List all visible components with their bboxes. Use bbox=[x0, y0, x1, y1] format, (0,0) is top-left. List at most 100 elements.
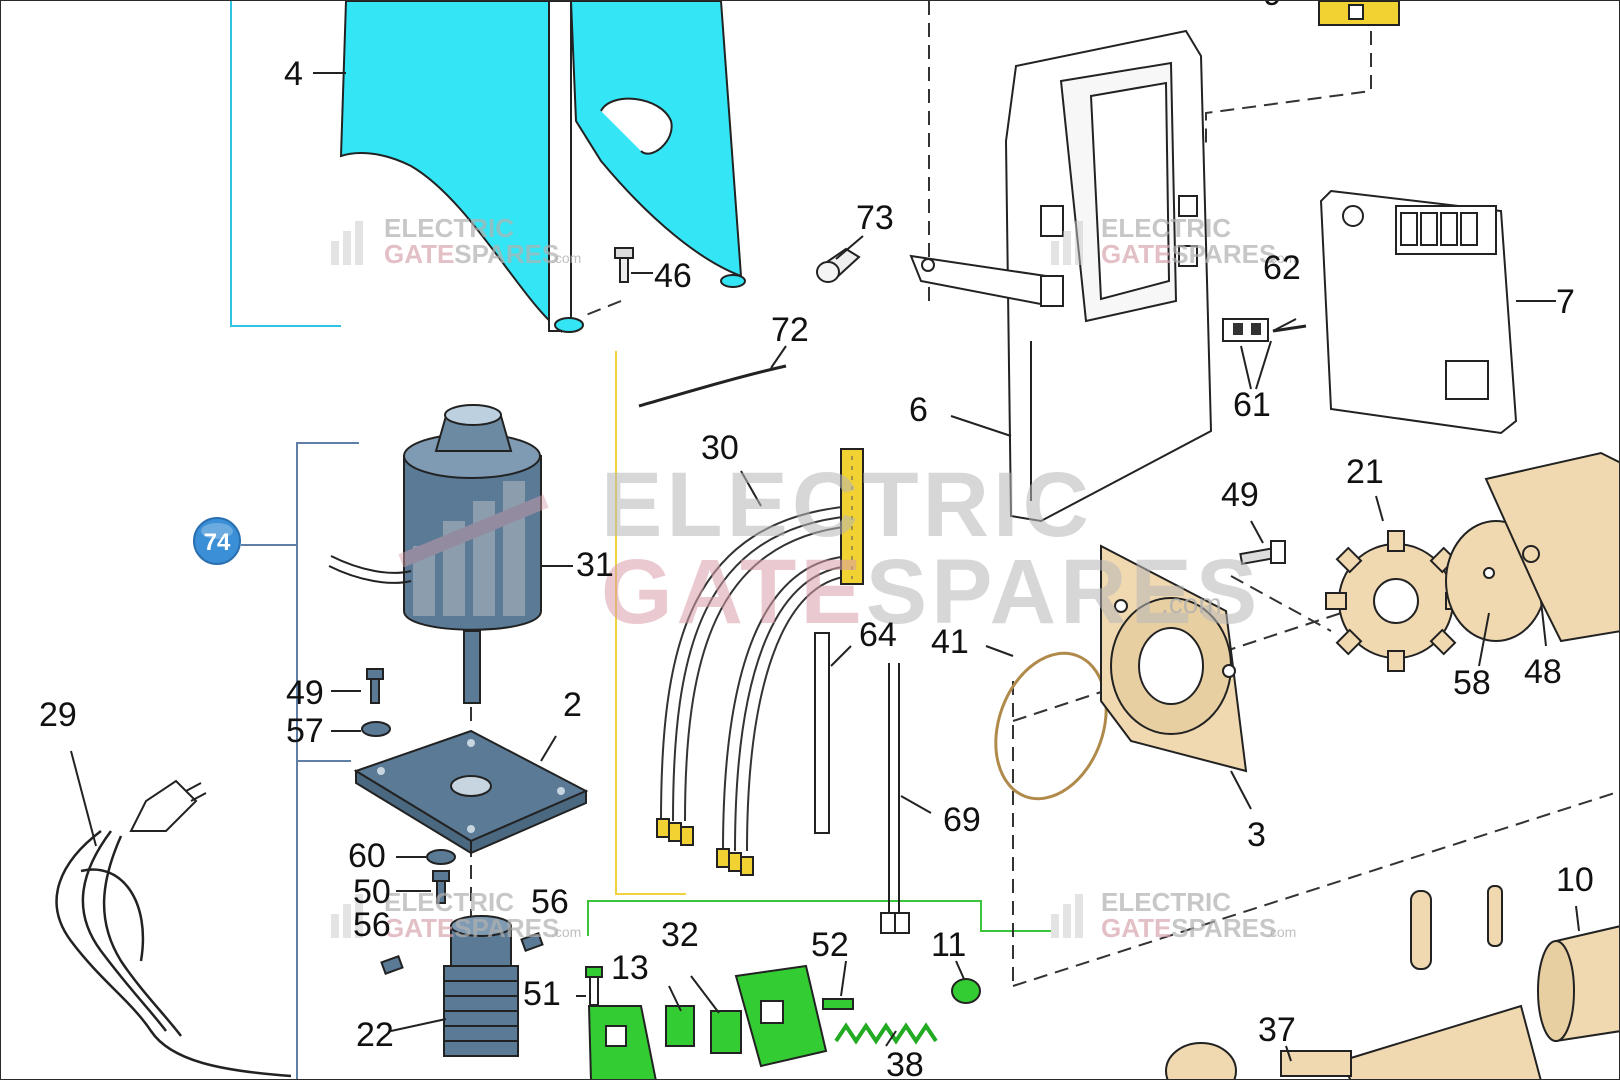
bolt-part-11 bbox=[951, 978, 981, 1004]
label-part-60[interactable]: 60 bbox=[348, 837, 386, 875]
wiring-part-30 bbox=[660, 505, 852, 852]
watermark-com: .com bbox=[1161, 588, 1222, 619]
watermark-center: ELECTRIC GATESPARES .com bbox=[398, 454, 1261, 643]
leader-lines bbox=[70, 72, 1580, 1062]
terminal-part-61 bbox=[1222, 318, 1269, 342]
switch-part-32 bbox=[665, 964, 828, 1068]
o-ring-part-41 bbox=[994, 651, 1108, 801]
label-part-6[interactable]: 6 bbox=[909, 391, 928, 429]
plate-part-2 bbox=[353, 729, 589, 855]
watermark-com: .com bbox=[1266, 250, 1296, 266]
housing-part-6 bbox=[909, 29, 1213, 523]
power-cord-part-29 bbox=[55, 779, 292, 1078]
cover-panel-left bbox=[339, 1, 562, 334]
watermark-top-right: ELECTRIC GATESPARES .com bbox=[1051, 213, 1296, 269]
label-part-21[interactable]: 21 bbox=[1346, 453, 1384, 491]
sensor-wire-part-69 bbox=[880, 663, 910, 934]
board-group-line bbox=[587, 900, 1051, 936]
label-part-13[interactable]: 13 bbox=[611, 949, 649, 987]
watermark-com: .com bbox=[1266, 924, 1296, 940]
washer-part-60 bbox=[426, 849, 456, 865]
watermark-logo-icon bbox=[331, 221, 363, 265]
watermark-logo-icon bbox=[398, 481, 549, 616]
label-part-62[interactable]: 62 bbox=[1263, 249, 1301, 287]
label-part-56-right[interactable]: 56 bbox=[531, 883, 569, 921]
label-part-11[interactable]: 11 bbox=[931, 926, 966, 964]
watermark-line1: ELECTRIC bbox=[1101, 213, 1231, 243]
label-part-49-left[interactable]: 49 bbox=[286, 674, 324, 712]
washer-part-57 bbox=[361, 721, 391, 737]
watermark-bottom-left: ELECTRIC GATESPARES .com bbox=[331, 887, 581, 943]
screw-part-52 bbox=[822, 998, 854, 1010]
watermark-logo-icon bbox=[1051, 894, 1083, 938]
watermark-line2: GATESPARES bbox=[1101, 239, 1276, 269]
label-part-22[interactable]: 22 bbox=[356, 1016, 394, 1054]
sleeve-part-10 bbox=[1537, 925, 1619, 1043]
label-part-10[interactable]: 10 bbox=[1556, 861, 1594, 899]
screw-part-49-right bbox=[1239, 540, 1286, 566]
label-part-52[interactable]: 52 bbox=[811, 926, 849, 964]
screw-part-46 bbox=[614, 247, 634, 283]
label-part-57[interactable]: 57 bbox=[286, 712, 324, 750]
label-part-56-left[interactable]: 56 bbox=[353, 906, 391, 944]
screw-part-50 bbox=[432, 870, 450, 904]
spring-part-38 bbox=[834, 1022, 938, 1045]
label-part-51[interactable]: 51 bbox=[523, 975, 561, 1013]
control-box-part-7 bbox=[1319, 189, 1518, 435]
label-part-9[interactable]: 9 bbox=[1263, 1, 1282, 13]
watermark-top-left: ELECTRIC GATESPARES .com bbox=[331, 213, 581, 269]
label-part-31[interactable]: 31 bbox=[576, 546, 614, 584]
grub-screw-part-56-left bbox=[380, 955, 404, 975]
label-part-58[interactable]: 58 bbox=[1453, 664, 1491, 702]
flange-part-3 bbox=[1100, 544, 1248, 773]
label-part-46[interactable]: 46 bbox=[654, 257, 692, 295]
watermark-line1: ELECTRIC bbox=[601, 454, 1093, 556]
wire-part-72 bbox=[638, 364, 787, 408]
watermark-com: .com bbox=[551, 924, 581, 940]
watermark-logo-icon bbox=[331, 894, 363, 938]
watermark-line1: ELECTRIC bbox=[384, 887, 514, 917]
bracket-part-13 bbox=[587, 1005, 657, 1079]
grub-screw-part-56-right bbox=[520, 932, 544, 952]
assembly-badge-74[interactable]: 74 bbox=[193, 517, 241, 565]
wiring-connectors bbox=[656, 818, 754, 876]
gear-part-21 bbox=[1325, 530, 1467, 672]
rod-part-64 bbox=[814, 632, 830, 834]
label-part-61[interactable]: 61 bbox=[1233, 386, 1271, 424]
label-part-73[interactable]: 73 bbox=[856, 199, 894, 237]
watermark-bottom-right: ELECTRIC GATESPARES .com bbox=[1051, 887, 1296, 943]
watermark-line2: GATESPARES bbox=[601, 541, 1261, 643]
watermark-logo-icon bbox=[1051, 221, 1083, 265]
label-part-2[interactable]: 2 bbox=[563, 686, 582, 724]
part-labels: 4 46 73 72 9 62 7 61 6 30 31 49 57 2 29 … bbox=[39, 1, 1594, 1080]
label-part-49-right[interactable]: 49 bbox=[1221, 476, 1259, 514]
cover-group-line bbox=[230, 1, 341, 327]
label-part-29[interactable]: 29 bbox=[39, 696, 77, 734]
label-part-7[interactable]: 7 bbox=[1556, 283, 1575, 321]
label-part-64[interactable]: 64 bbox=[859, 616, 897, 654]
watermark-line2: GATESPARES bbox=[384, 913, 559, 943]
label-part-32[interactable]: 32 bbox=[661, 916, 699, 954]
label-part-72[interactable]: 72 bbox=[771, 311, 809, 349]
label-part-4[interactable]: 4 bbox=[284, 55, 303, 93]
label-part-30[interactable]: 30 bbox=[701, 429, 739, 467]
badge-number: 74 bbox=[204, 529, 231, 556]
screw-part-62 bbox=[1272, 324, 1307, 333]
watermark-line2: GATESPARES bbox=[384, 239, 559, 269]
group-lines bbox=[230, 1, 1051, 1079]
screw-part-49-left bbox=[366, 668, 384, 704]
label-part-50[interactable]: 50 bbox=[353, 873, 391, 911]
label-part-69[interactable]: 69 bbox=[943, 801, 981, 839]
label-part-38[interactable]: 38 bbox=[886, 1046, 924, 1080]
label-part-3[interactable]: 3 bbox=[1247, 816, 1266, 854]
label-part-37[interactable]: 37 bbox=[1258, 1011, 1296, 1049]
watermark-line2: GATESPARES bbox=[1101, 913, 1276, 943]
label-part-48[interactable]: 48 bbox=[1524, 653, 1562, 691]
coupling-part-22 bbox=[443, 915, 519, 1057]
label-part-41[interactable]: 41 bbox=[931, 623, 969, 661]
wiring-group-line bbox=[615, 351, 686, 895]
terminal-strip bbox=[840, 448, 864, 585]
cap-part-73 bbox=[816, 247, 861, 283]
